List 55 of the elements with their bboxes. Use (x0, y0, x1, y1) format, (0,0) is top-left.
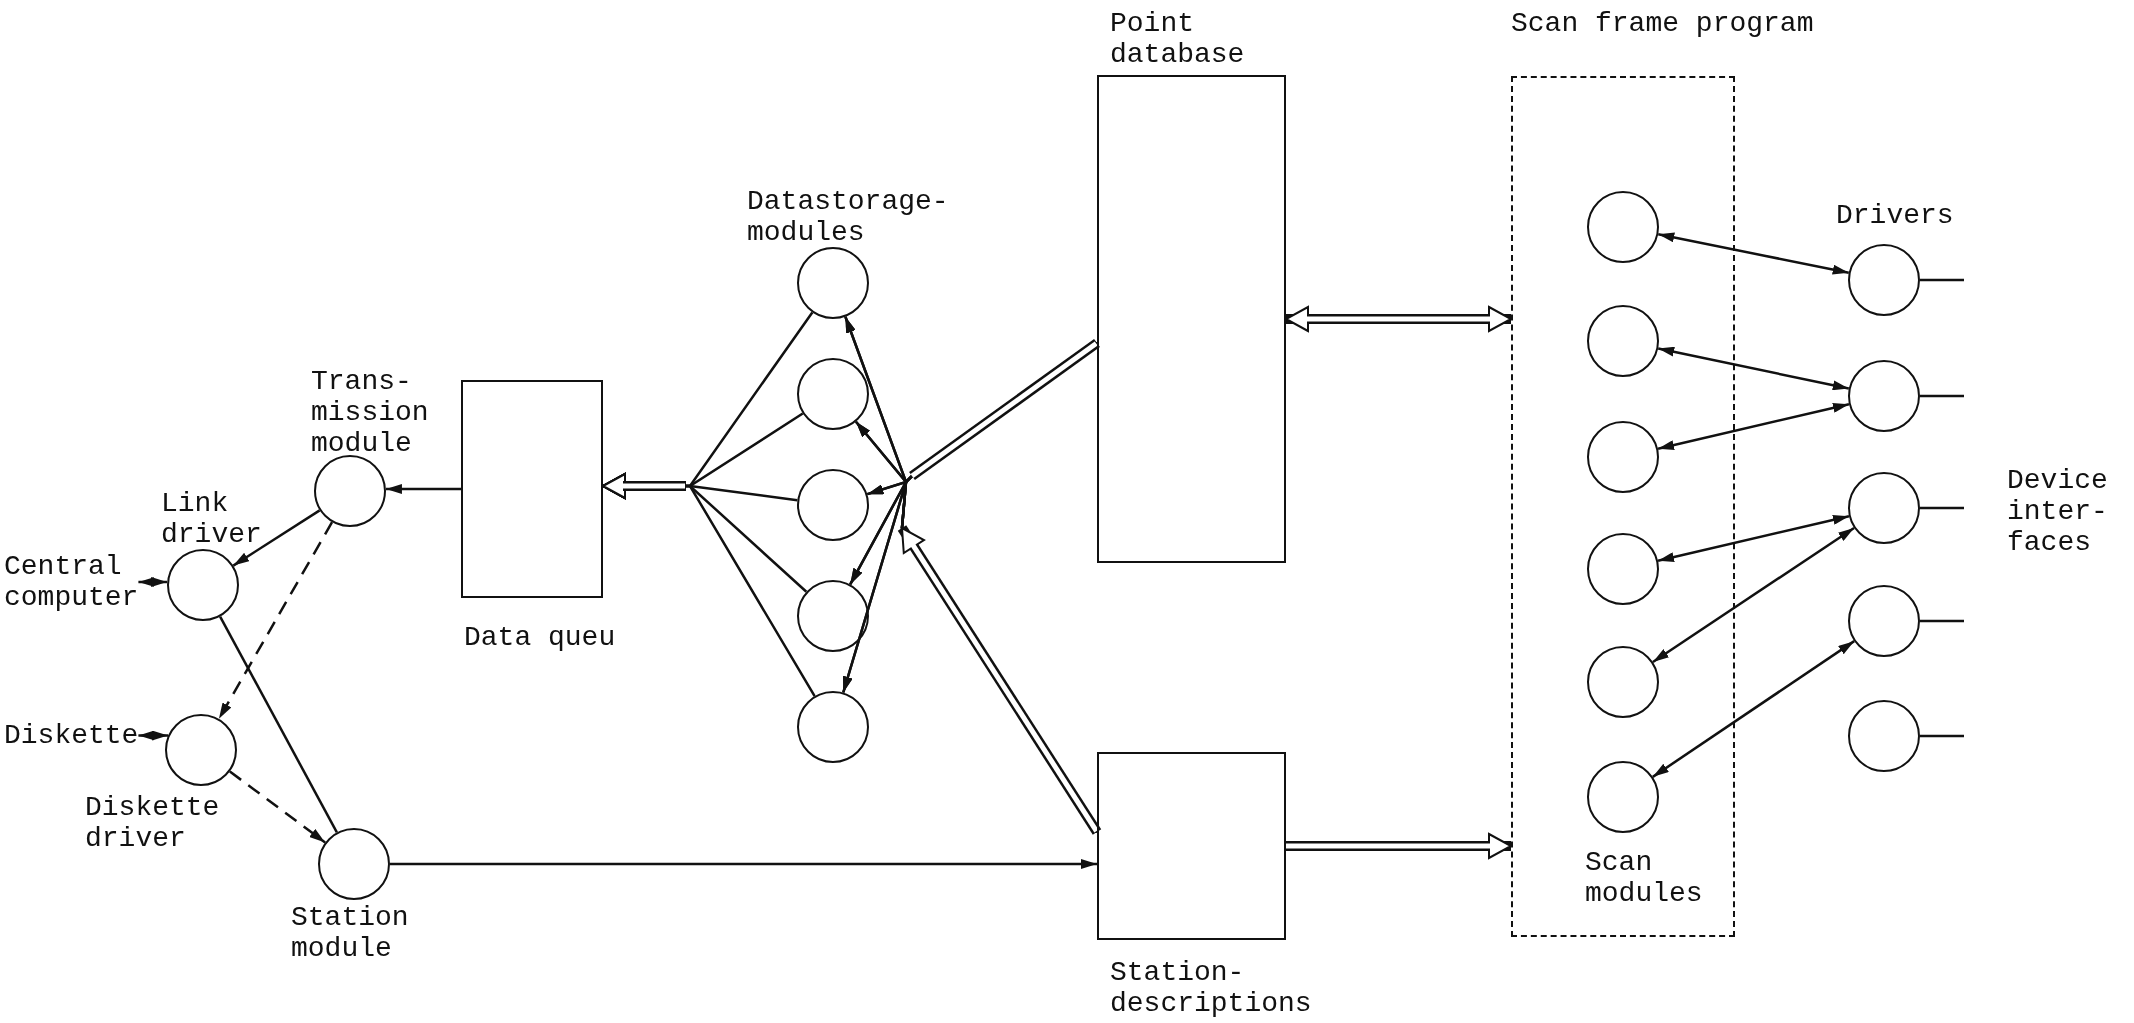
module-circle (1587, 421, 1659, 493)
group-label: Datastorage- modules (747, 186, 949, 248)
module-circle (1848, 585, 1920, 657)
module-circle (1587, 761, 1659, 833)
arrow (1652, 640, 1855, 778)
arrow (217, 521, 334, 720)
arrow (390, 859, 1097, 869)
node-label: Diskette driver (85, 792, 220, 854)
arrow (385, 484, 461, 494)
node-label: Station- descriptions (1110, 957, 1312, 1019)
group-label: Scan modules (1585, 847, 1703, 909)
arrow (1657, 402, 1850, 451)
arrow (1286, 833, 1512, 859)
node-label: Trans- mission module (311, 366, 429, 459)
connector-line (1920, 734, 1964, 738)
arrow (229, 770, 326, 844)
node-label: Station module (291, 902, 409, 964)
arrow (1652, 526, 1855, 664)
group-label: Drivers (1836, 200, 1954, 231)
connector-line (1920, 278, 1964, 282)
arrow (1285, 306, 1512, 332)
connector-line (1920, 619, 1964, 623)
module-circle (797, 247, 869, 319)
node-label: Link driver (161, 488, 262, 550)
double-line-trunk (623, 481, 686, 491)
module-circle (1587, 191, 1659, 263)
node-label: Point database (1110, 8, 1245, 70)
node-label: Central computer (4, 551, 139, 613)
connector-line (1920, 506, 1964, 510)
module-circle (1587, 533, 1659, 605)
module-circle (1848, 700, 1920, 772)
arrow (1657, 514, 1850, 563)
double-line-trunk (909, 338, 1100, 481)
arrow (602, 473, 816, 697)
module-circle (1848, 360, 1920, 432)
module-circle (1848, 244, 1920, 316)
arrow (1657, 346, 1850, 391)
group-label: Device inter- faces (2007, 465, 2108, 558)
hollow-arrow (897, 525, 1102, 835)
module-circle (797, 358, 869, 430)
module-circle (797, 469, 869, 541)
module-circle (1587, 305, 1659, 377)
node-label: Data queu (464, 622, 616, 653)
module-circle (797, 580, 869, 652)
arrow (138, 730, 169, 741)
arrow (232, 509, 321, 567)
module-circle (1848, 472, 1920, 544)
node-label: Scan frame program (1511, 8, 1814, 39)
connector-line (1920, 394, 1964, 398)
module-circle (797, 691, 869, 763)
connector-line (219, 616, 338, 833)
node-label: Diskette (4, 720, 139, 751)
arrow (1658, 232, 1849, 275)
module-circle (1587, 646, 1659, 718)
arrow (138, 577, 168, 587)
